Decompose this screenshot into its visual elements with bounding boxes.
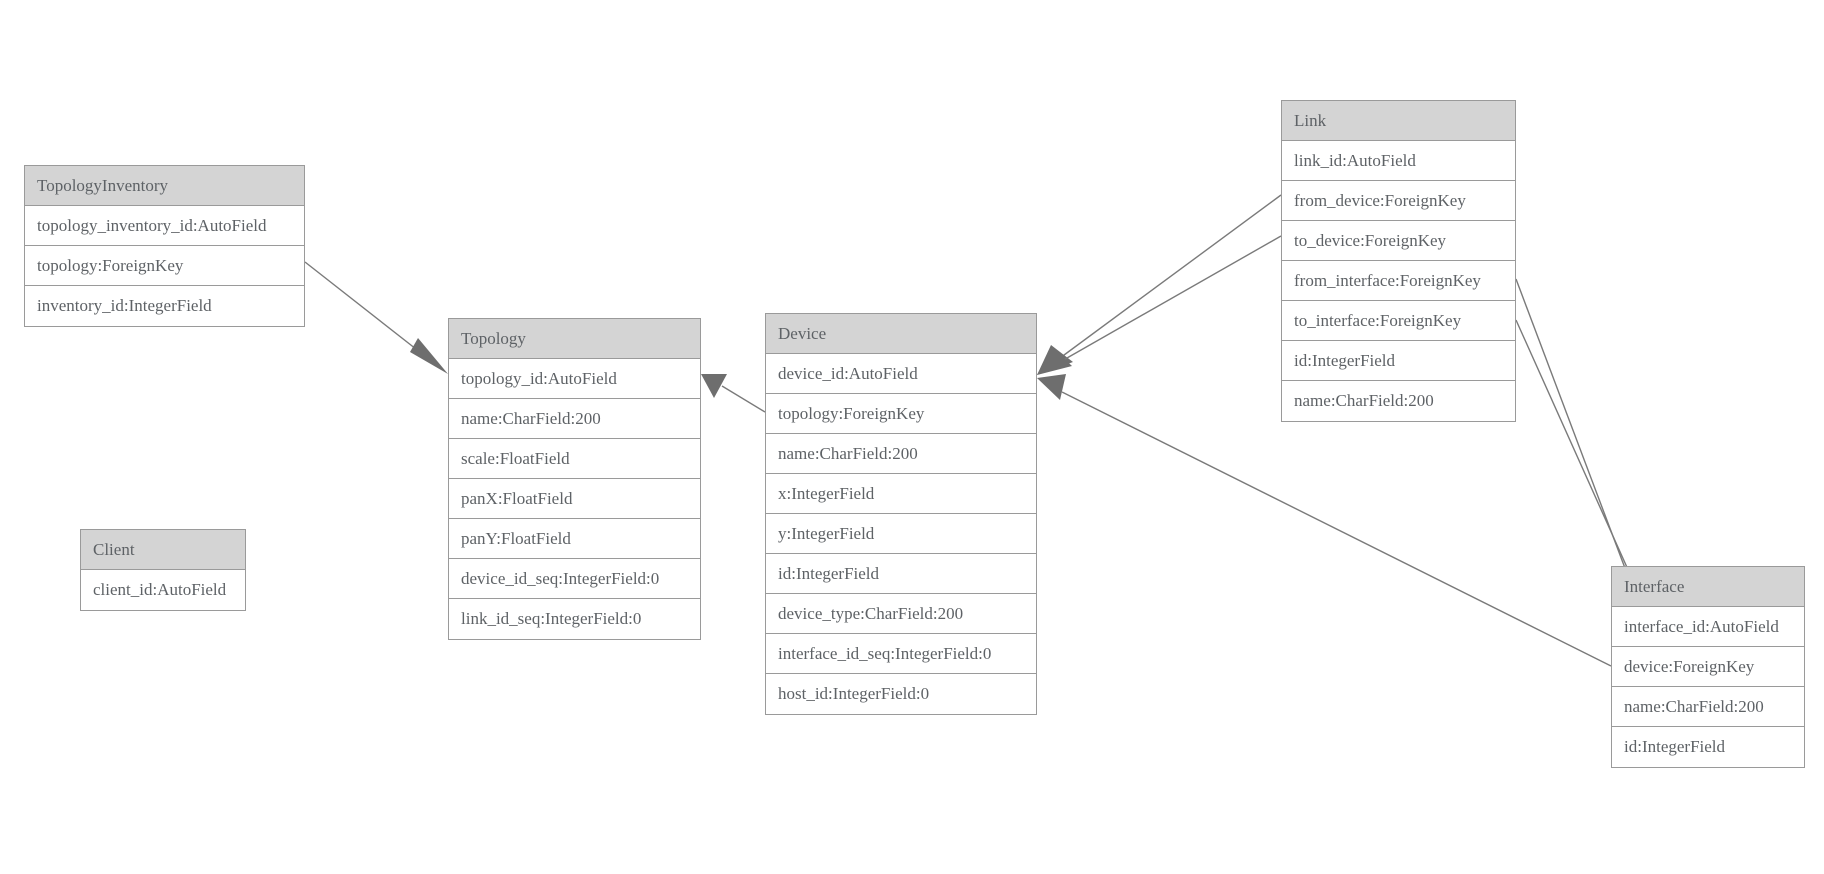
entity-title: TopologyInventory [25,166,304,206]
entity-field: inventory_id:IntegerField [25,286,304,326]
entity-field: scale:FloatField [449,439,700,479]
entity-field: panY:FloatField [449,519,700,559]
entity-title: Device [766,314,1036,354]
entity-interface[interactable]: Interface interface_id:AutoField device:… [1611,566,1805,768]
entity-field: name:CharField:200 [1612,687,1804,727]
entity-field: name:CharField:200 [449,399,700,439]
entity-title: Link [1282,101,1515,141]
entity-field: topology_id:AutoField [449,359,700,399]
entity-field: id:IntegerField [766,554,1036,594]
entity-field: panX:FloatField [449,479,700,519]
entity-field: id:IntegerField [1282,341,1515,381]
entity-field: id:IntegerField [1612,727,1804,767]
entity-title: Interface [1612,567,1804,607]
entity-topology-inventory[interactable]: TopologyInventory topology_inventory_id:… [24,165,305,327]
entity-field: client_id:AutoField [81,570,245,610]
entity-topology[interactable]: Topology topology_id:AutoField name:Char… [448,318,701,640]
entity-field: link_id:AutoField [1282,141,1515,181]
edge-link-from-device-to-device[interactable] [1037,194,1282,375]
entity-field: interface_id_seq:IntegerField:0 [766,634,1036,674]
edge-topologyinventory-to-topology[interactable] [304,261,448,374]
entity-field: from_device:ForeignKey [1282,181,1515,221]
entity-client[interactable]: Client client_id:AutoField [80,529,246,611]
entity-field: interface_id:AutoField [1612,607,1804,647]
entity-field: name:CharField:200 [766,434,1036,474]
entity-field: y:IntegerField [766,514,1036,554]
entity-field: device:ForeignKey [1612,647,1804,687]
entity-field: name:CharField:200 [1282,381,1515,421]
entity-field: x:IntegerField [766,474,1036,514]
entity-field: from_interface:ForeignKey [1282,261,1515,301]
entity-field: topology_inventory_id:AutoField [25,206,304,246]
entity-title: Client [81,530,245,570]
entity-link[interactable]: Link link_id:AutoField from_device:Forei… [1281,100,1516,422]
entity-field: host_id:IntegerField:0 [766,674,1036,714]
entity-field: topology:ForeignKey [25,246,304,286]
entity-device[interactable]: Device device_id:AutoField topology:Fore… [765,313,1037,715]
entity-field: to_interface:ForeignKey [1282,301,1515,341]
entity-field: to_device:ForeignKey [1282,221,1515,261]
entity-field: device_type:CharField:200 [766,594,1036,634]
entity-title: Topology [449,319,700,359]
edge-link-to-device-to-device[interactable] [1037,235,1282,375]
entity-field: device_id_seq:IntegerField:0 [449,559,700,599]
entity-field: device_id:AutoField [766,354,1036,394]
edge-device-to-topology[interactable] [701,374,766,413]
entity-field: link_id_seq:IntegerField:0 [449,599,700,639]
entity-field: topology:ForeignKey [766,394,1036,434]
